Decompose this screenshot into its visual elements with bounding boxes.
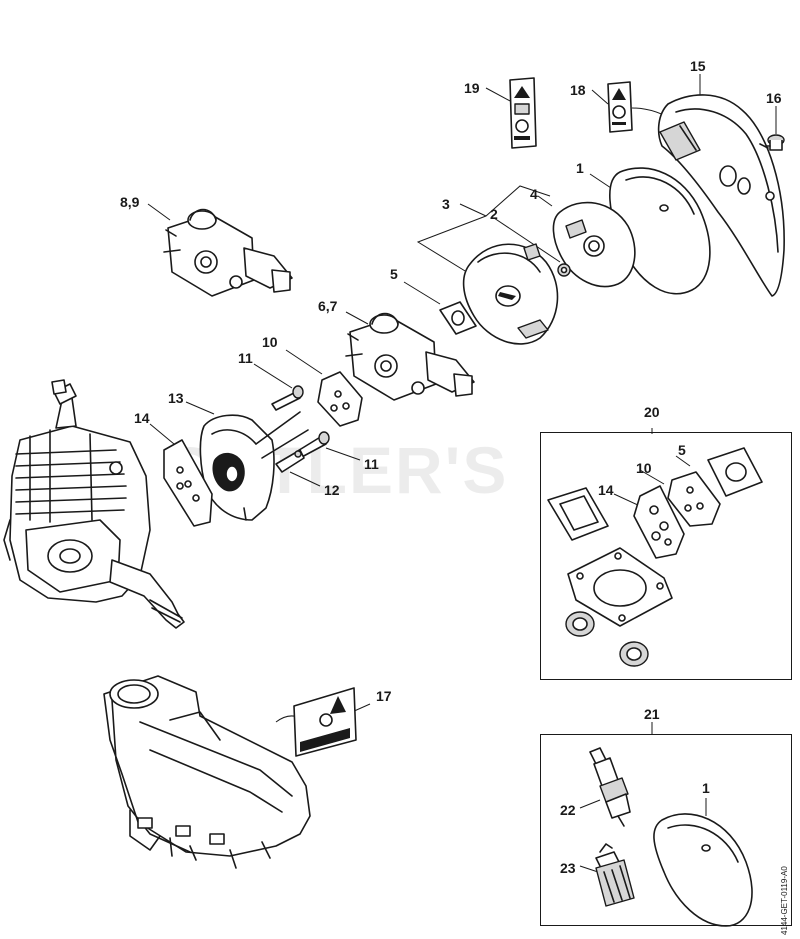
- callout-19: 19: [464, 80, 480, 96]
- kit-20-contents: [547, 447, 763, 667]
- callout-22: 22: [560, 802, 576, 818]
- callout-16: 16: [766, 90, 782, 106]
- clip-12: [275, 449, 305, 473]
- warning-label-18: [607, 81, 633, 133]
- callout-23: 23: [560, 860, 576, 876]
- engine-cylinder: [3, 379, 185, 629]
- screw-11-upper: [271, 385, 304, 411]
- gasket-14: [163, 439, 213, 527]
- callout-5: 5: [390, 266, 398, 282]
- drawing-code: 4144-GET-0119-A0: [780, 866, 789, 935]
- leader-lines: [147, 74, 777, 873]
- callout-10: 10: [262, 334, 278, 350]
- callout-18: 18: [570, 82, 586, 98]
- intake-manifold-13: [199, 411, 309, 521]
- carburetor-8-9: [163, 208, 293, 297]
- callout-20: 20: [644, 404, 660, 420]
- callout-12: 12: [324, 482, 340, 498]
- callout-10-kit: 10: [636, 460, 652, 476]
- callout-2: 2: [490, 206, 498, 222]
- callout-11-upper: 11: [238, 350, 253, 366]
- callout-21: 21: [644, 706, 660, 722]
- callout-5-kit: 5: [678, 442, 686, 458]
- gasket-5: [439, 301, 477, 335]
- screw-11-lower: [295, 431, 330, 459]
- callout-14: 14: [134, 410, 150, 426]
- filter-cover-15: [657, 94, 785, 297]
- callout-6-7: 6,7: [318, 298, 338, 314]
- callout-1-kit: 1: [702, 780, 710, 796]
- nut-2: [557, 263, 571, 277]
- screw-16: [759, 134, 785, 151]
- callout-8-9: 8,9: [120, 194, 140, 210]
- fuel-filter-23: [595, 843, 635, 907]
- callout-4: 4: [530, 186, 538, 202]
- engine-cover: [103, 675, 311, 869]
- callout-15: 15: [690, 58, 706, 74]
- filter-base-4: [552, 201, 636, 288]
- callout-14-kit: 14: [598, 482, 614, 498]
- callout-13: 13: [168, 390, 184, 406]
- callout-1: 1: [576, 160, 584, 176]
- callout-3: 3: [442, 196, 450, 212]
- carburetor-6-7: [345, 312, 475, 401]
- callout-11-lower: 11: [364, 456, 379, 472]
- kit-box-20: [540, 432, 792, 680]
- spark-plug-22: [589, 747, 631, 827]
- callout-17: 17: [376, 688, 392, 704]
- kit-box-21: [540, 734, 792, 926]
- warning-label-19: [509, 77, 537, 149]
- gasket-10: [317, 371, 363, 427]
- label-17: [293, 687, 357, 757]
- filter-housing-3: [462, 243, 559, 345]
